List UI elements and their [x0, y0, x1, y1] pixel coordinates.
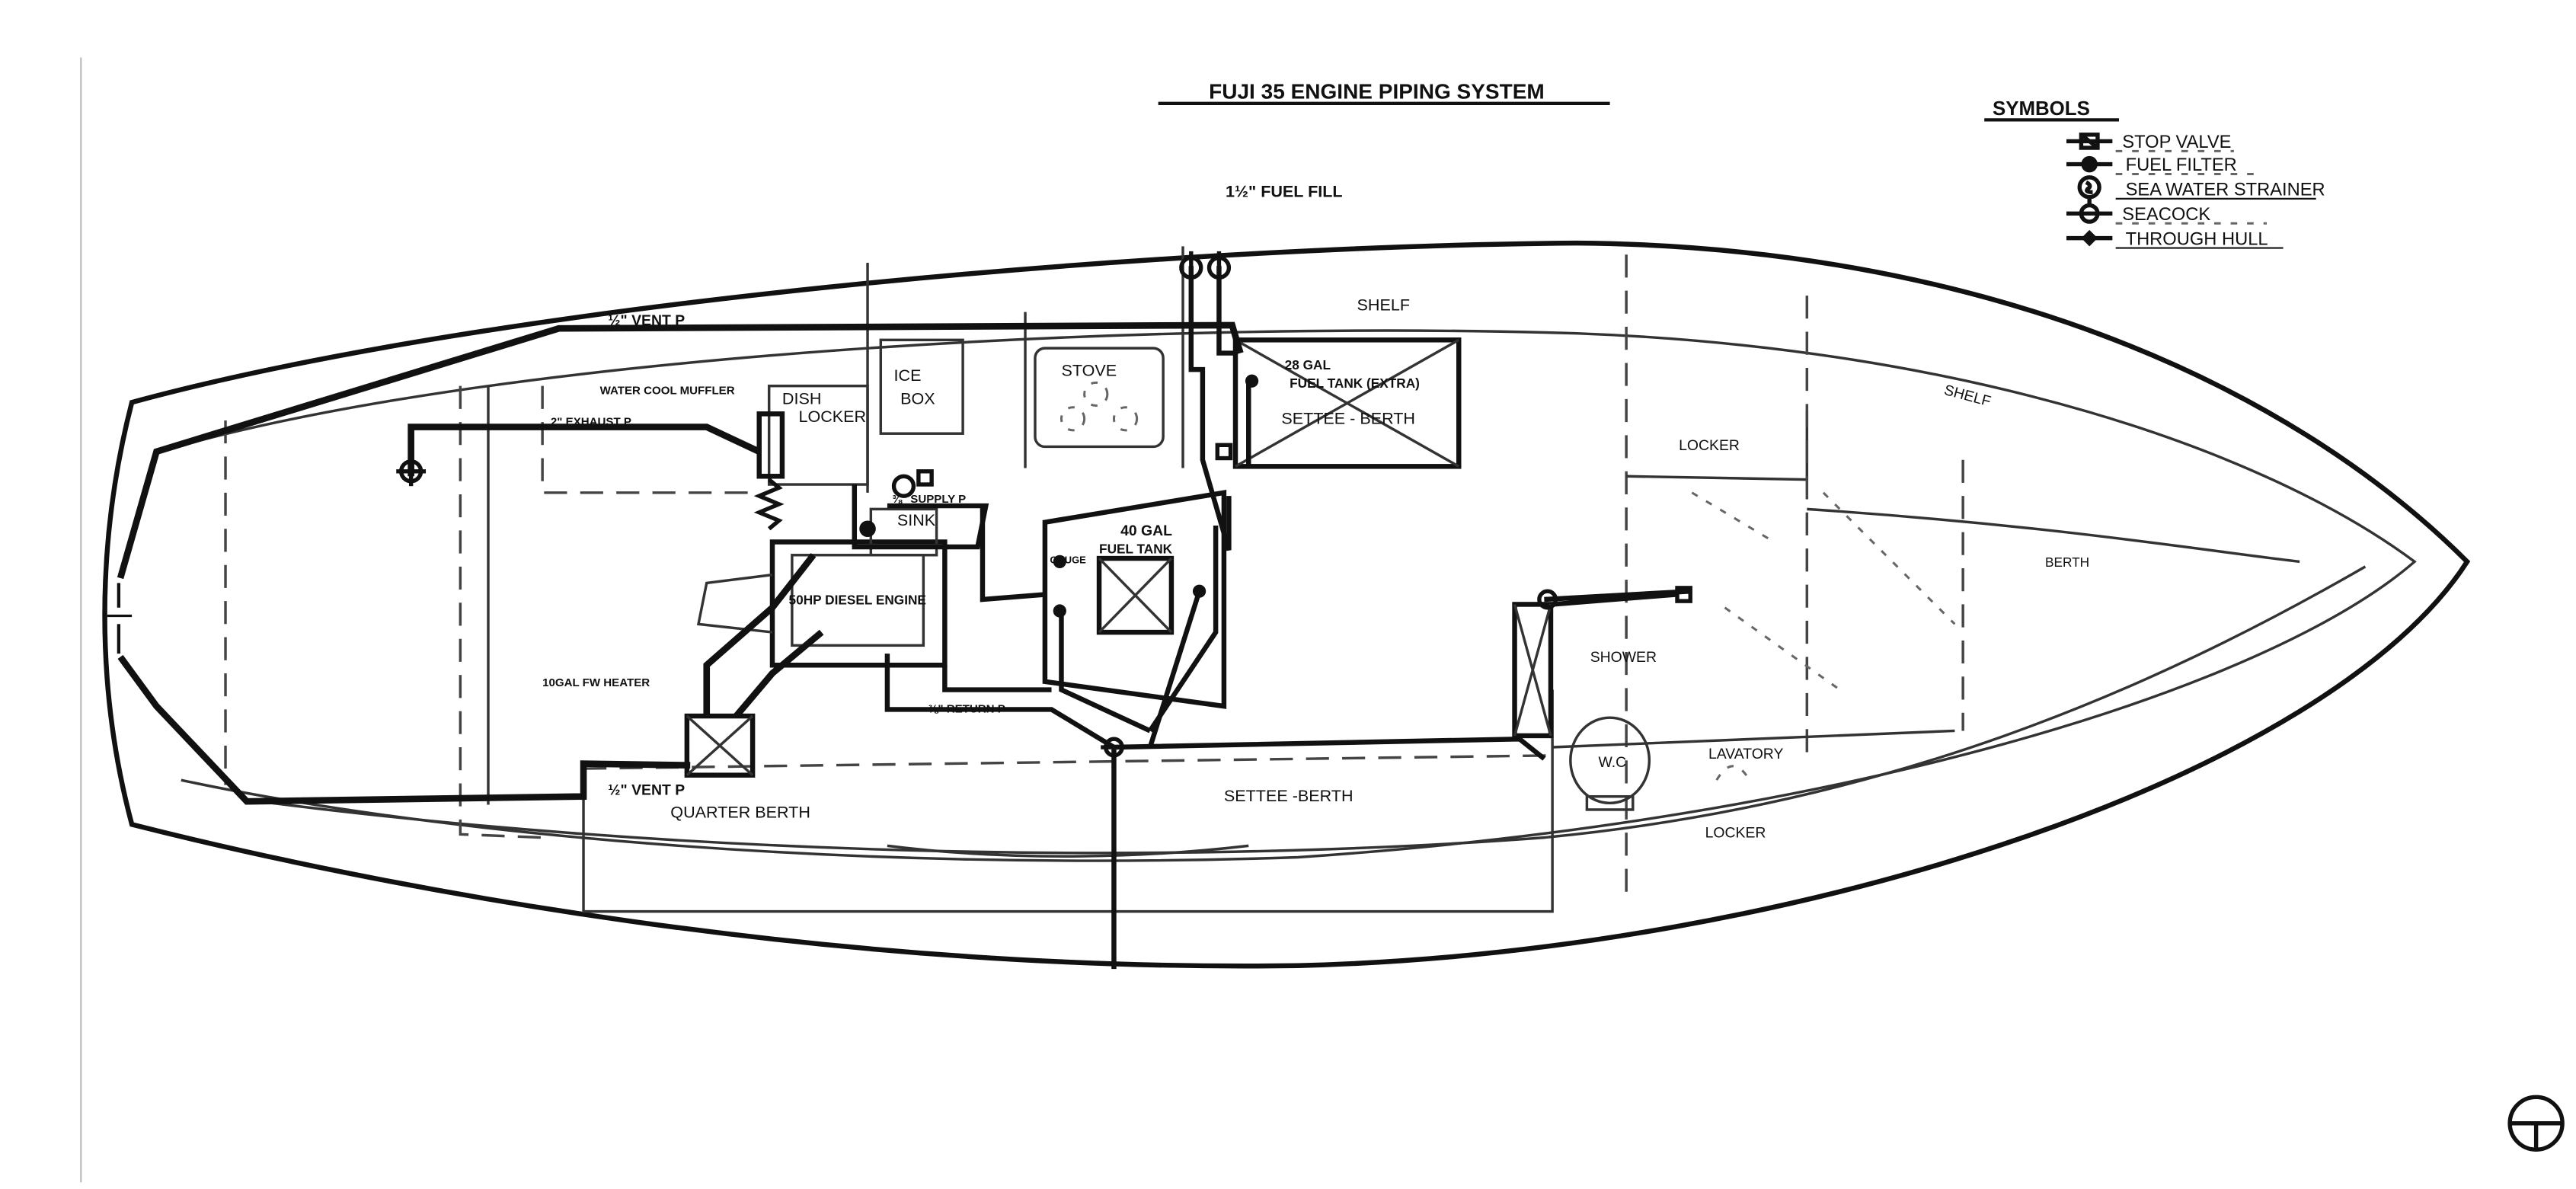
seacock-icon [2066, 198, 2113, 224]
stove-label: STOVE [1061, 361, 1117, 380]
through-hull-icon [2066, 229, 2113, 247]
corner-stamp-icon [2507, 1095, 2565, 1152]
sea-water-strainer-icon [891, 474, 916, 498]
legend-sea-water-strainer-label: SEA WATER STRAINER [2126, 181, 2325, 200]
legend-stop-valve-label: STOP VALVE [2122, 133, 2231, 152]
tank-40-label-1: 40 GAL [1120, 523, 1172, 539]
lavatory-label: LAVATORY [1708, 746, 1783, 762]
fuel-filter-icon [1245, 374, 1259, 388]
fuel-fill-label: 1½" FUEL FILL [1226, 182, 1342, 201]
berth-label: BERTH [2045, 555, 2089, 570]
legend-heading: SYMBOLS [1993, 98, 2090, 120]
legend-through-hull-label: THROUGH HULL [2126, 229, 2268, 249]
dish-locker-label-2: LOCKER [798, 407, 866, 426]
stop-valve-icon [1675, 586, 1692, 603]
legend-seacock-label: SEACOCK [2122, 205, 2210, 225]
gauge-label: GAUGE [1050, 555, 1086, 566]
seacock-icon [1179, 251, 1203, 285]
sink-label: SINK [897, 510, 936, 529]
seacock-icon [1207, 251, 1232, 285]
diagram-title: FUJI 35 ENGINE PIPING SYSTEM [1209, 79, 1545, 103]
exhaust-label: 2" EXHAUST P [551, 415, 631, 428]
vent-bottom-label: ½" VENT P [608, 782, 685, 799]
water-cool-muffler [753, 411, 785, 531]
dish-locker-label-1: DISH [782, 388, 821, 408]
ice-box-label-2: BOX [900, 388, 935, 408]
sea-water-strainer-icon [2077, 175, 2101, 200]
tank-28-label-1: 28 GAL [1285, 357, 1331, 372]
fuel-filter-icon [1053, 604, 1066, 618]
fuel-filter-icon [859, 520, 876, 538]
through-hull-icon [396, 456, 427, 487]
engine-label: 50HP DIESEL ENGINE [789, 592, 926, 607]
hull-outline [102, 240, 2471, 969]
fuel-tank-40-gal [1042, 490, 1227, 709]
symbols-legend: SYMBOLS STOP VALVE FUEL FILTER SEA WATER… [1984, 98, 2325, 249]
fuel-tank-28-gal [1232, 337, 1462, 469]
vent-top-label: ½" VENT P [608, 312, 685, 329]
placed-symbols [396, 251, 1692, 758]
shower-label: SHOWER [1590, 649, 1657, 666]
fw-heater [684, 713, 756, 778]
water-cool-muffler-label: WATER COOL MUFFLER [600, 384, 735, 397]
settee-berth-upper-label: SETTEE - BERTH [1281, 408, 1415, 427]
stop-valve-icon [916, 469, 934, 487]
legend-fuel-filter-label: FUEL FILTER [2126, 155, 2237, 175]
stop-valve-icon [1537, 589, 1558, 610]
locker-lower-label: LOCKER [1705, 825, 1766, 842]
shelf-top-label: SHELF [1357, 295, 1410, 314]
supply-label: ⅜" SUPPLY P [892, 493, 966, 506]
interior-layout [224, 246, 2300, 913]
return-label: ⅜" RETURN P [928, 703, 1005, 716]
quarter-berth-label: QUARTER BERTH [670, 803, 810, 822]
fuel-filter-icon [2066, 155, 2113, 173]
wc-label: W.C [1598, 754, 1626, 771]
shower-unit [1512, 602, 1554, 739]
fuel-filter-icon [1053, 555, 1066, 569]
stop-valve-icon [1215, 443, 1233, 461]
fuel-filter-icon [1192, 584, 1207, 598]
ice-box-label-1: ICE [894, 366, 922, 385]
stop-valve-icon [1101, 737, 1127, 758]
locker-upper-label: LOCKER [1679, 437, 1740, 454]
tank-28-label-2: FUEL TANK (EXTRA) [1290, 376, 1420, 391]
fw-heater-label: 10GAL FW HEATER [542, 676, 650, 689]
piping [117, 266, 1692, 970]
stop-valve-icon [2066, 133, 2113, 150]
settee-berth-lower-label: SETTEE -BERTH [1224, 786, 1354, 805]
tank-40-label-2: FUEL TANK [1099, 542, 1173, 557]
